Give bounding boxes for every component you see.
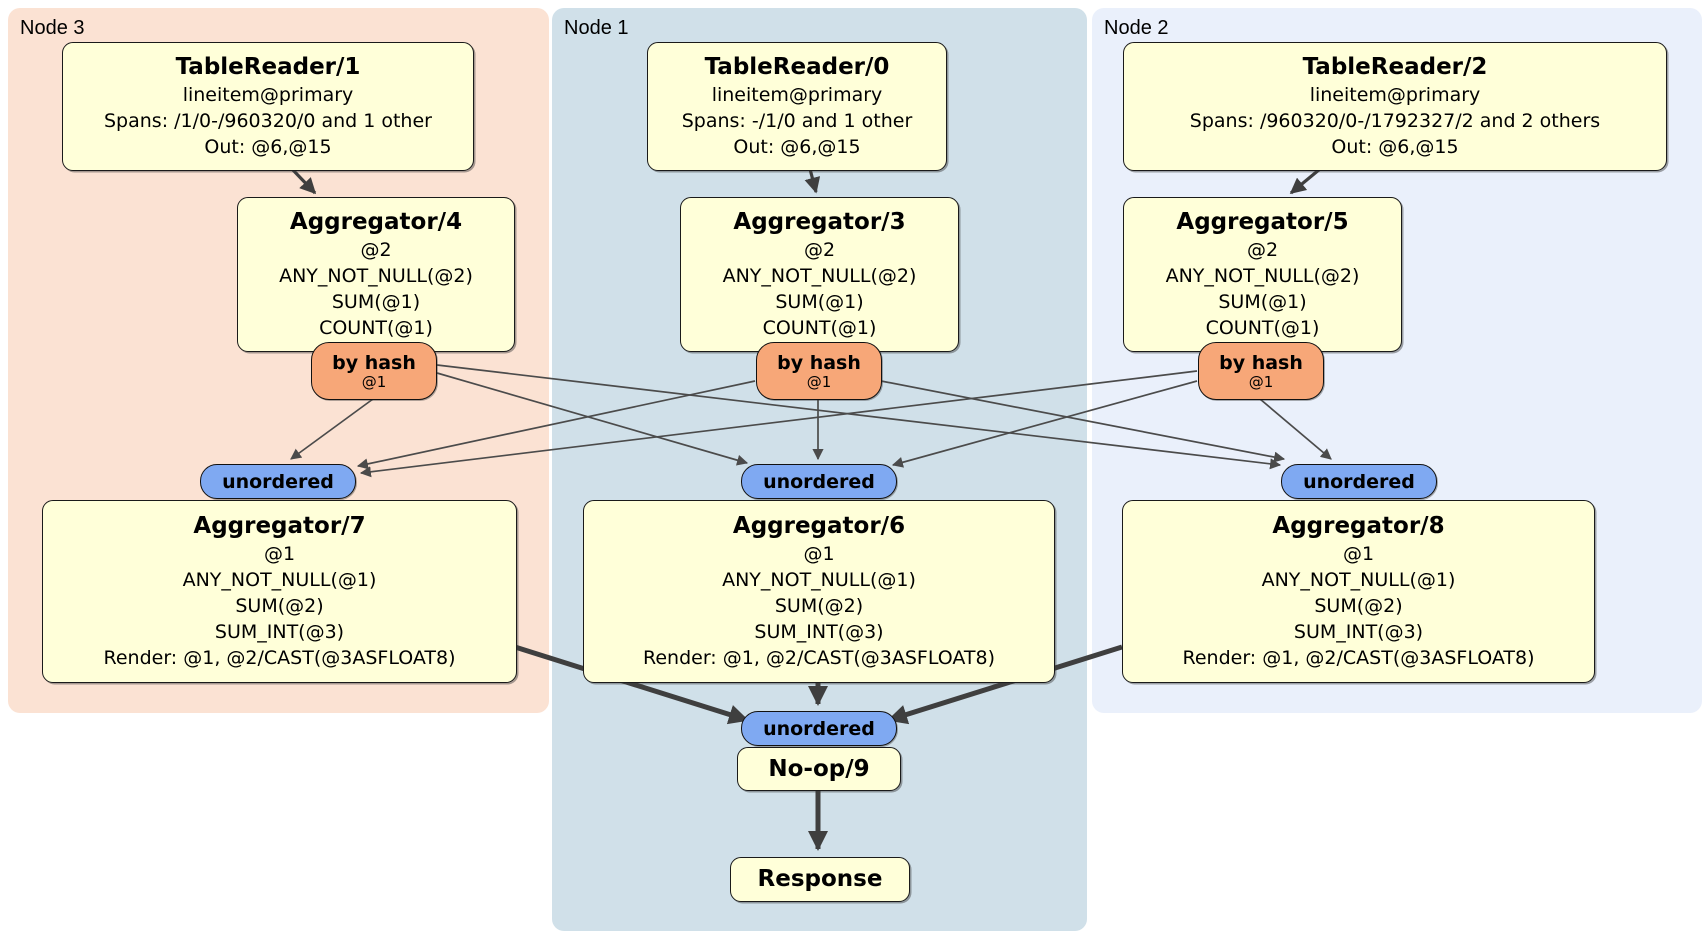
router-label: by hash <box>777 351 861 374</box>
processor-agg-row: SUM_INT(@3) <box>214 621 345 643</box>
processor-agg-row: ANY_NOT_NULL(@2) <box>1165 265 1360 287</box>
edge-router4-sync-agg8 <box>436 364 1282 470</box>
edge-router3-sync-agg7 <box>356 380 756 470</box>
edge-router4-sync-agg6 <box>436 372 749 466</box>
processor-agg-row: SUM(@2) <box>235 595 324 617</box>
router-arg: @1 <box>361 372 387 391</box>
processor-title: Aggregator/6 <box>732 513 906 539</box>
processor-agg-row: SUM(@1) <box>331 291 421 313</box>
sync-unordered-agg6: unordered <box>741 464 897 499</box>
processor-out-row: Out: @6,@15 <box>1331 136 1459 158</box>
processor-agg-row: ANY_NOT_NULL(@1) <box>722 569 916 591</box>
processor-title: No-op/9 <box>768 755 870 782</box>
processor-agg-row: ANY_NOT_NULL(@1) <box>182 569 377 591</box>
processor-tablereader-2: TableReader/2 lineitem@primary Spans: /9… <box>1123 42 1667 171</box>
router-by-hash-5: by hash @1 <box>1198 342 1324 400</box>
processor-title: Aggregator/7 <box>193 513 366 539</box>
processor-title: TableReader/2 <box>1302 54 1488 80</box>
edge-router5-sync-agg8 <box>1259 398 1332 460</box>
panel-node2-label: Node 2 <box>1104 17 1169 39</box>
processor-index-row: lineitem@primary <box>711 84 883 106</box>
processor-spans-row: Spans: /960320/0-/1792327/2 and 2 others <box>1189 110 1601 132</box>
processor-title: Aggregator/5 <box>1176 209 1349 235</box>
processor-title: Response <box>757 866 883 892</box>
processor-agg-row: SUM_INT(@3) <box>1293 621 1424 643</box>
processor-agg-row: SUM_INT(@3) <box>754 621 884 643</box>
processor-render-row: Render: @1, @2/CAST(@3ASFLOAT8) <box>643 647 995 669</box>
processor-group-row: @2 <box>803 239 836 261</box>
processor-agg-row: ANY_NOT_NULL(@2) <box>279 265 473 287</box>
processor-group-row: @2 <box>1246 239 1279 261</box>
edge-router5-sync-agg6 <box>891 380 1198 468</box>
edge-aggregator7-sync-noop <box>514 644 749 725</box>
router-by-hash-4: by hash @1 <box>311 342 437 400</box>
edge-tablereader1-aggregator4 <box>290 167 317 195</box>
processor-aggregator-5: Aggregator/5 @2 ANY_NOT_NULL(@2) SUM(@1)… <box>1123 197 1402 352</box>
processor-tablereader-0: TableReader/0 lineitem@primary Spans: -/… <box>647 42 947 171</box>
processor-title: TableReader/1 <box>175 54 361 80</box>
processor-agg-row: COUNT(@1) <box>1205 317 1320 339</box>
router-arg: @1 <box>806 372 832 391</box>
processor-aggregator-4: Aggregator/4 @2 ANY_NOT_NULL(@2) SUM(@1)… <box>237 197 515 352</box>
processor-index-row: lineitem@primary <box>1309 84 1481 106</box>
edge-router5-sync-agg7 <box>359 370 1198 478</box>
edge-aggregator8-sync-noop <box>887 644 1123 725</box>
processor-group-row: @1 <box>263 543 296 565</box>
router-label: by hash <box>332 351 416 374</box>
processor-agg-row: SUM(@2) <box>1314 595 1403 617</box>
edge-tablereader0-aggregator3 <box>804 168 821 194</box>
sync-unordered-noop: unordered <box>741 711 897 746</box>
processor-agg-row: SUM(@2) <box>774 595 864 617</box>
processor-group-row: @1 <box>1342 543 1375 565</box>
processor-aggregator-3: Aggregator/3 @2 ANY_NOT_NULL(@2) SUM(@1)… <box>680 197 959 352</box>
processor-spans-row: Spans: -/1/0 and 1 other <box>681 110 913 132</box>
sync-unordered-agg8: unordered <box>1281 464 1437 499</box>
processor-title: Aggregator/8 <box>1272 513 1445 539</box>
processor-out-row: Out: @6,@15 <box>204 136 332 158</box>
edge-router3-sync-agg8 <box>880 380 1286 463</box>
processor-response: Response <box>730 857 910 902</box>
panel-node1-label: Node 1 <box>564 17 629 39</box>
processor-group-row: @1 <box>803 543 835 565</box>
edge-router4-sync-agg7 <box>290 398 374 460</box>
panel-node3-label: Node 3 <box>20 17 85 39</box>
processor-aggregator-8: Aggregator/8 @1 ANY_NOT_NULL(@1) SUM(@2)… <box>1122 500 1595 683</box>
processor-agg-row: COUNT(@1) <box>762 317 877 339</box>
processor-title: Aggregator/4 <box>289 209 463 235</box>
processor-render-row: Render: @1, @2/CAST(@3ASFLOAT8) <box>103 647 456 669</box>
processor-agg-row: COUNT(@1) <box>319 317 433 339</box>
processor-aggregator-7: Aggregator/7 @1 ANY_NOT_NULL(@1) SUM(@2)… <box>42 500 517 683</box>
processor-group-row: @2 <box>360 239 392 261</box>
processor-spans-row: Spans: /1/0-/960320/0 and 1 other <box>104 110 432 132</box>
processor-tablereader-1: TableReader/1 lineitem@primary Spans: /1… <box>62 42 474 171</box>
processor-render-row: Render: @1, @2/CAST(@3ASFLOAT8) <box>1182 647 1535 669</box>
router-by-hash-3: by hash @1 <box>756 342 882 400</box>
processor-index-row: lineitem@primary <box>182 84 354 106</box>
processor-out-row: Out: @6,@15 <box>733 136 861 158</box>
processor-agg-row: SUM(@1) <box>1218 291 1307 313</box>
processor-title: TableReader/0 <box>704 54 890 80</box>
processor-aggregator-6: Aggregator/6 @1 ANY_NOT_NULL(@1) SUM(@2)… <box>583 500 1055 683</box>
edge-tablereader2-aggregator5 <box>1289 167 1322 195</box>
router-label: by hash <box>1219 351 1303 374</box>
processor-title: Aggregator/3 <box>733 209 906 235</box>
router-arg: @1 <box>1248 372 1274 391</box>
processor-agg-row: ANY_NOT_NULL(@1) <box>1261 569 1456 591</box>
processor-noop-9: No-op/9 <box>737 747 901 791</box>
processor-agg-row: SUM(@1) <box>775 291 864 313</box>
processor-agg-row: ANY_NOT_NULL(@2) <box>722 265 917 287</box>
sync-unordered-agg7: unordered <box>200 464 356 499</box>
